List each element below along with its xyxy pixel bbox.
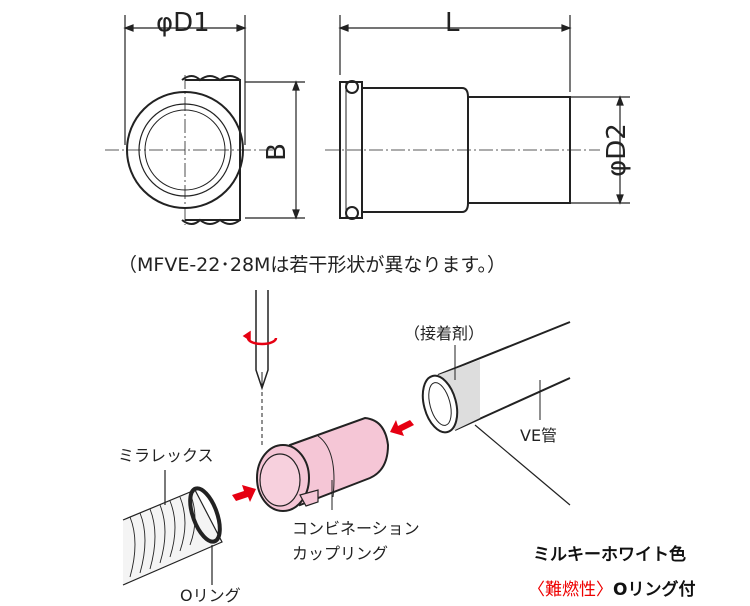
dimension-d1-label: φD1 xyxy=(156,8,210,38)
note-o-ring: 〈難燃性〉Oリング付 xyxy=(528,575,695,600)
label-ve-pipe: VE管 xyxy=(520,426,558,445)
insert-arrow-right xyxy=(390,420,414,436)
label-o-ring: Oリング xyxy=(180,586,241,605)
dimension-d2-label: φD2 xyxy=(601,123,632,177)
dimension-l xyxy=(338,15,572,92)
ve-pipe xyxy=(421,321,571,506)
note-color: ミルキーホワイト色 xyxy=(533,545,686,565)
screwdriver-icon xyxy=(242,290,278,445)
combination-coupling xyxy=(256,416,390,512)
miralex-hose xyxy=(122,470,223,586)
note-flame-retardant: 〈難燃性〉 xyxy=(528,580,613,600)
dimension-l-label: L xyxy=(445,8,460,38)
label-coupling-1: コンビネーション xyxy=(292,519,420,538)
label-coupling-2: カップリング xyxy=(292,544,389,563)
dimension-d1 xyxy=(123,15,247,145)
note-o-ring-included: Oリング付 xyxy=(613,580,696,600)
insert-arrow-left xyxy=(232,485,256,502)
caption: （MFVE-22･28Mは若干形状が異なります。） xyxy=(118,254,507,276)
dimension-d2 xyxy=(570,95,630,205)
dimension-b xyxy=(245,80,305,220)
label-miralex: ミラレックス xyxy=(118,446,214,465)
dimension-b-label: B xyxy=(261,143,292,161)
label-adhesive: （接着剤） xyxy=(404,324,485,343)
